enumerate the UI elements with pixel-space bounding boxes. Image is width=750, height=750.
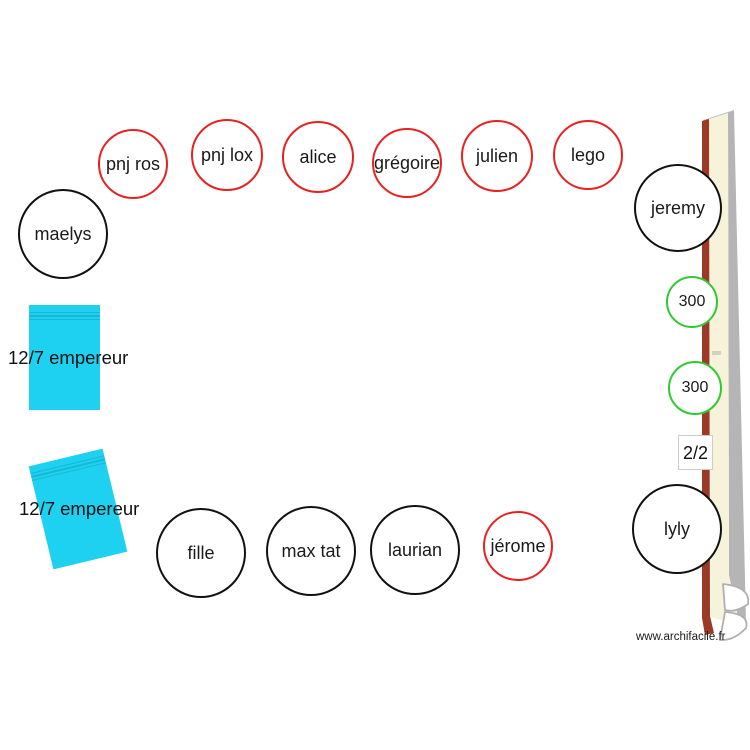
seat-label: lyly	[664, 519, 690, 539]
seat-circle[interactable]: alice	[282, 121, 354, 193]
seat-label: grégoire	[373, 153, 441, 173]
table-pleat-line	[29, 311, 100, 313]
wall-right-edge	[728, 111, 746, 629]
seat-circle[interactable]: pnj lox	[191, 119, 263, 191]
door-swing-arc-top	[722, 583, 750, 612]
door-swing-icon[interactable]	[719, 583, 750, 641]
table-pleat-line	[29, 315, 100, 317]
door-count-badge[interactable]: 2/2	[678, 435, 713, 470]
table-pleat-line	[29, 318, 100, 320]
seat-label: pnj ros	[105, 154, 161, 174]
watermark-text: www.archifacile.fr	[636, 631, 726, 643]
table-label: 12/7 empereur	[19, 498, 140, 519]
seat-label: jeremy	[650, 198, 705, 218]
table-rect[interactable]	[29, 305, 100, 410]
seat-circle[interactable]: max tat	[266, 506, 356, 596]
table-label: 12/7 empereur	[8, 347, 129, 368]
seat-circle[interactable]: fille	[156, 508, 246, 598]
seat-label: lego	[570, 145, 606, 165]
seat-label: maelys	[34, 224, 92, 244]
seat-label: julien	[475, 146, 519, 166]
seat-label: laurian	[387, 540, 443, 560]
seat-circle[interactable]: maelys	[18, 189, 108, 279]
wall-dimension-mark	[712, 351, 721, 355]
seat-circle[interactable]: grégoire	[372, 128, 442, 198]
seat-label: max tat	[281, 541, 341, 561]
seat-circle[interactable]: jérome	[483, 511, 553, 581]
seat-circle[interactable]: jeremy	[634, 164, 722, 252]
seat-circle[interactable]: lyly	[632, 484, 722, 574]
seat-label: 300	[681, 379, 709, 396]
door-swing-arc-bottom	[719, 611, 748, 641]
seat-label: 300	[678, 293, 706, 310]
seat-circle[interactable]: lego	[553, 120, 623, 190]
seat-label: alice	[299, 147, 337, 167]
seat-label: fille	[187, 543, 215, 563]
wall-face	[709, 113, 740, 626]
seat-circle[interactable]: pnj ros	[98, 129, 168, 199]
seat-circle[interactable]: laurian	[370, 505, 460, 595]
seat-circle[interactable]: 300	[666, 276, 718, 328]
seat-label: jérome	[490, 536, 546, 556]
seat-label: pnj lox	[200, 145, 254, 165]
seat-circle[interactable]: julien	[461, 120, 533, 192]
seat-circle[interactable]: 300	[668, 361, 722, 415]
